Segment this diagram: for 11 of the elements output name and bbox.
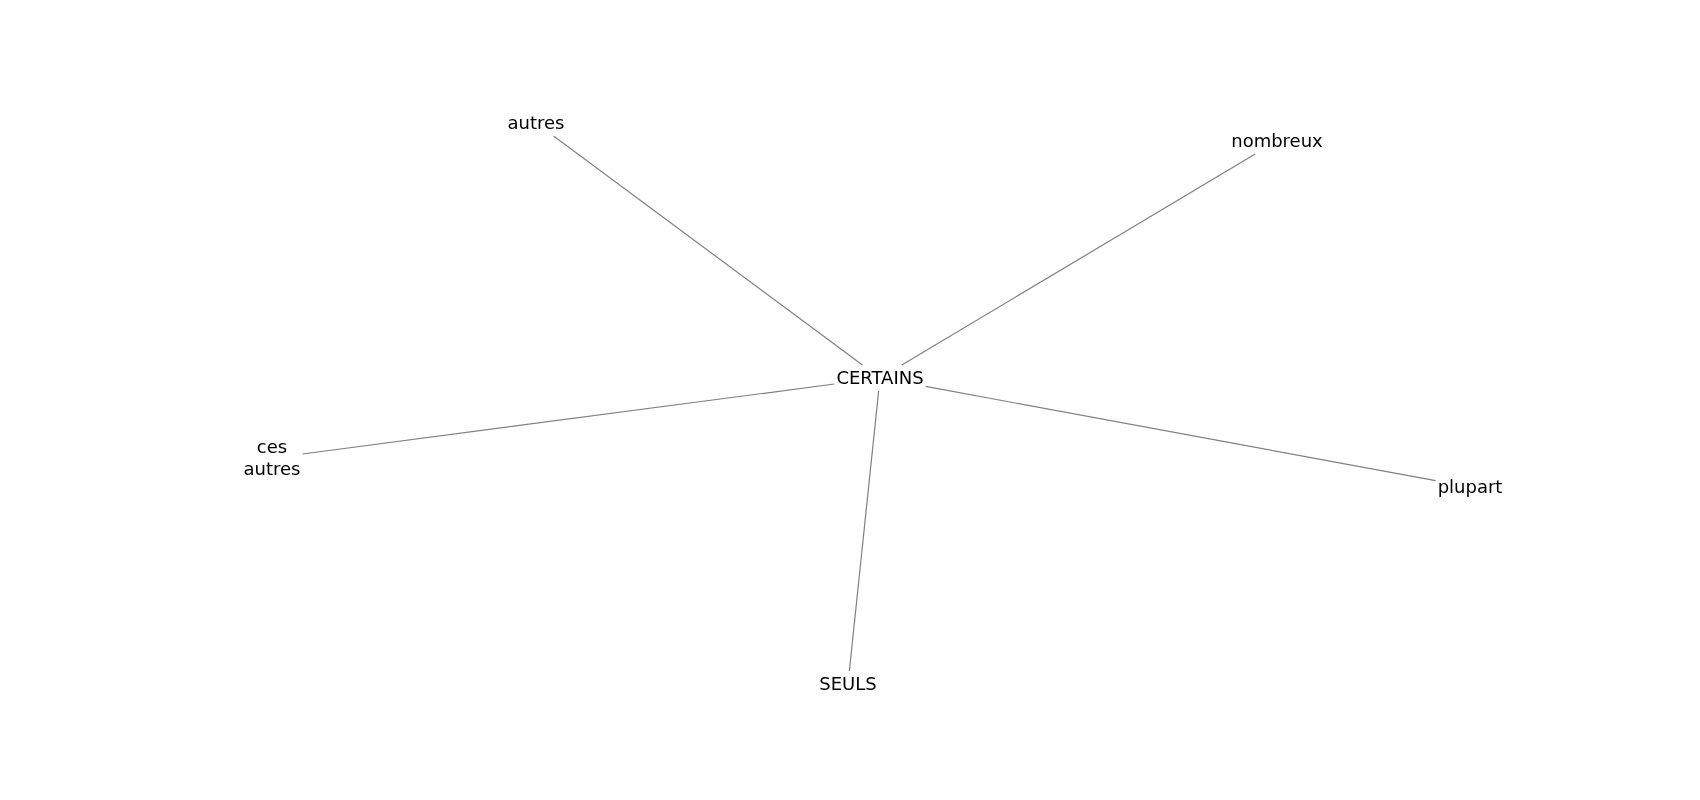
word-label: ces autres <box>243 436 301 480</box>
connector-line <box>901 153 1256 366</box>
word-label: CERTAINS <box>836 367 924 389</box>
word-label: autres <box>507 112 565 134</box>
connector-line <box>848 390 880 672</box>
connector-line <box>925 385 1437 482</box>
connector-line <box>552 135 864 366</box>
connector-line <box>301 383 835 455</box>
word-label: plupart <box>1437 476 1503 498</box>
word-label: SEULS <box>819 673 877 695</box>
word-label: nombreux <box>1231 130 1323 152</box>
